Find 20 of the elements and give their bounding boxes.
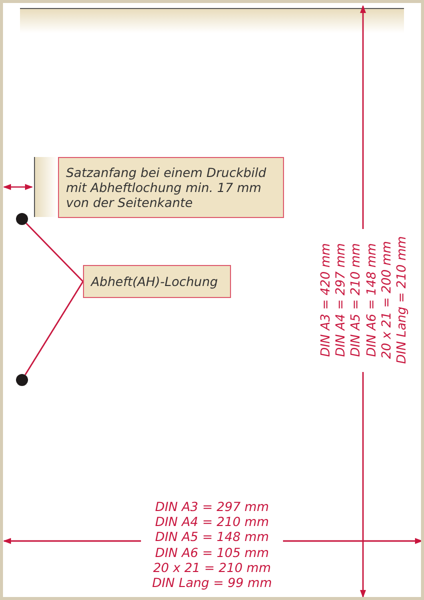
dimension-label: DIN A6 = 148 mm xyxy=(363,243,378,357)
leader-line xyxy=(24,281,84,376)
dimension-label: DIN A4 = 297 mm xyxy=(332,243,348,357)
punch-hole xyxy=(16,374,28,386)
dimension-label: DIN Lang = 99 mm xyxy=(152,575,272,590)
callout-box xyxy=(83,265,231,298)
callout-text: Abheft(AH)-Lochung xyxy=(91,274,218,289)
dimension-label: DIN A3 = 297 mm xyxy=(155,499,269,514)
dimension-label: 20 x 21 = 210 mm xyxy=(153,560,271,576)
dimension-label: DIN A3 = 420 mm xyxy=(317,243,333,357)
dimension-label: DIN A6 = 105 mm xyxy=(155,544,269,560)
punch-hole xyxy=(16,213,28,225)
dimension-label: DIN Lang = 210 mm xyxy=(393,236,409,364)
dimension-label: DIN A5 = 210 mm xyxy=(348,243,363,357)
dimension-label: DIN A4 = 210 mm xyxy=(155,514,269,530)
dimension-label: DIN A5 = 148 mm xyxy=(155,529,269,545)
callout-box xyxy=(58,157,284,218)
dimension-label: 20 x 21 = 200 mm xyxy=(378,241,394,359)
leader-line xyxy=(26,222,84,282)
callout-text: Satzanfang bei einem Druckbild mit Abheftlochung min. 17 mm von der Seitenkante xyxy=(66,165,268,210)
